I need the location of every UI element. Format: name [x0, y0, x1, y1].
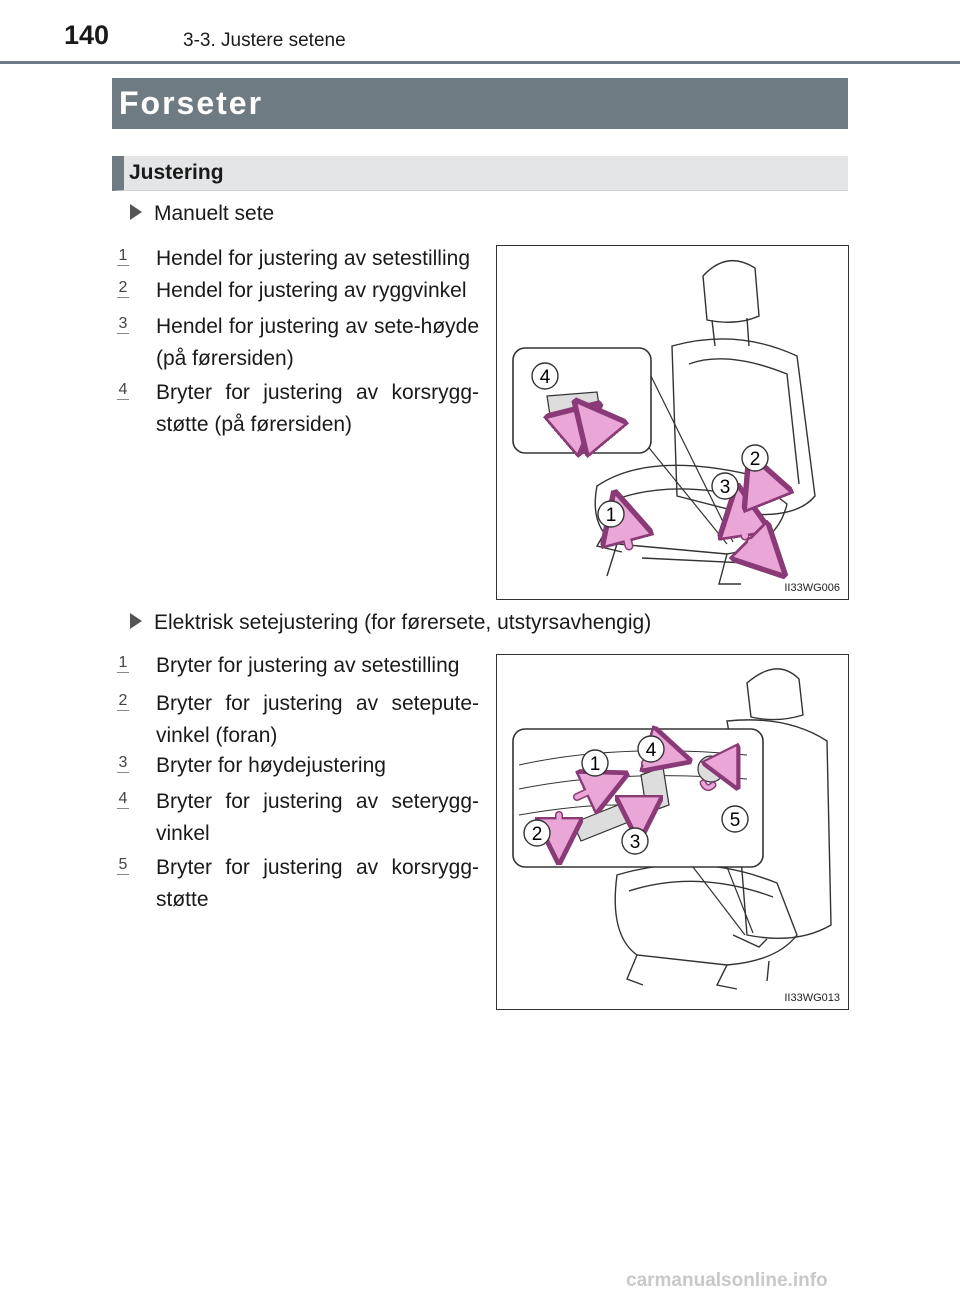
- item-number: 4: [117, 790, 129, 809]
- item-text: Bryter for justering av setestilling: [156, 654, 460, 677]
- section-title: Forseter: [112, 78, 848, 129]
- callout-2: 2: [750, 449, 761, 470]
- triangle-bullet-icon: [130, 613, 142, 630]
- electric-seat-figure: 1 2 3 4 5 II33WG013: [496, 654, 849, 1010]
- breadcrumb: 3-3. Justere setene: [183, 30, 346, 51]
- electric-seat-heading-text: Elektrisk setejustering (for førersete, …: [154, 611, 652, 634]
- watermark: carmanualsonline.info: [626, 1270, 828, 1291]
- item-number: 5: [117, 856, 129, 875]
- headrest-shape: [702, 259, 760, 323]
- item-text: Hendel for justering av sete-høyde (på f…: [156, 315, 479, 370]
- item-number: 1: [117, 247, 129, 266]
- item-number: 2: [117, 279, 129, 298]
- manual-seat-figure: 4 1 3 2 II33WG006: [496, 245, 849, 600]
- item-text: Bryter for justering av seterygg-vinkel: [156, 790, 479, 845]
- subsection-title: Justering: [112, 156, 848, 191]
- header-rule: [0, 61, 960, 64]
- callout-3: 3: [720, 477, 731, 498]
- callout-3: 3: [630, 832, 641, 853]
- callout-2: 2: [532, 824, 543, 845]
- item-text: Bryter for høydejustering: [156, 754, 386, 777]
- item-text: Hendel for justering av ryggvinkel: [156, 279, 467, 302]
- headrest-shape: [746, 668, 804, 721]
- manual-seat-heading: Manuelt sete: [130, 202, 274, 226]
- item-text: Hendel for justering av setestilling: [156, 247, 470, 270]
- callout-4: 4: [646, 740, 657, 761]
- callout-1: 1: [590, 754, 601, 775]
- electric-seat-heading: Elektrisk setejustering (for førersete, …: [130, 611, 651, 635]
- item-text: Bryter for justering av korsrygg-støtte …: [156, 381, 479, 436]
- figure-code: II33WG006: [784, 582, 840, 594]
- page-number: 140: [64, 20, 110, 50]
- item-number: 1: [117, 654, 129, 673]
- electric-seat-illustration: 1 2 3 4 5: [512, 668, 832, 990]
- item-number: 4: [117, 381, 129, 400]
- seatback-shape: [671, 338, 816, 516]
- item-text: Bryter for justering av setepute-vinkel …: [156, 692, 479, 747]
- manual-seat-illustration: 4 1 3 2: [512, 259, 816, 585]
- seat-cushion-shape: [614, 864, 798, 966]
- item-text: Bryter for justering av korsrygg-støtte: [156, 856, 479, 911]
- item-number: 3: [117, 754, 129, 773]
- item-number: 2: [117, 692, 129, 711]
- callout-1: 1: [606, 505, 617, 526]
- triangle-bullet-icon: [130, 204, 142, 221]
- figure-code: II33WG013: [784, 992, 840, 1004]
- item-number: 3: [117, 315, 129, 334]
- callout-5: 5: [730, 810, 741, 831]
- seatback-shape: [726, 719, 832, 939]
- manual-seat-heading-text: Manuelt sete: [154, 202, 275, 225]
- callout-4: 4: [540, 367, 551, 388]
